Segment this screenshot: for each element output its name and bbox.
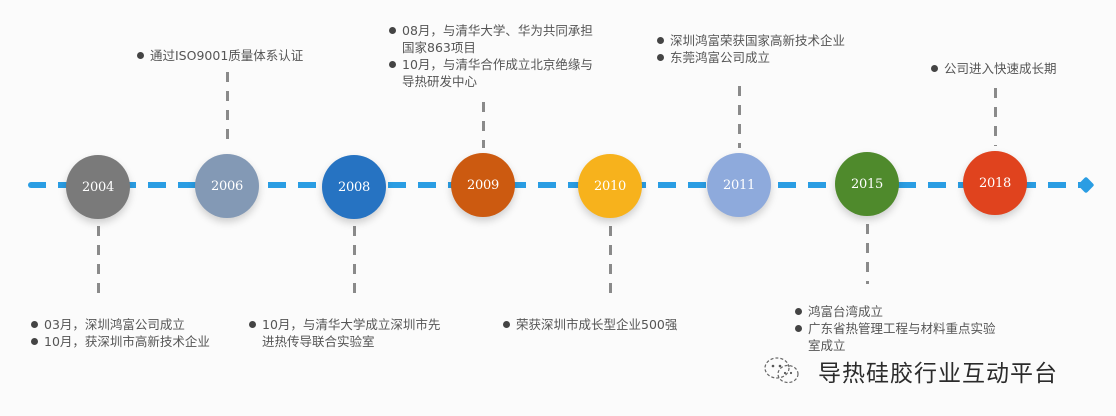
note-item: 10月，获深圳市高新技术企业: [30, 333, 260, 350]
note-item: 03月，深圳鸿富公司成立: [30, 316, 260, 333]
milestone-notes-2015: 鸿富台湾成立 广东省热管理工程与材料重点实验室成立: [794, 303, 1004, 354]
milestone-notes-2010: 荣获深圳市成长型企业500强: [502, 316, 732, 333]
watermark-text: 导热硅胶行业互动平台: [818, 361, 1058, 387]
milestone-notes-2009: 08月，与清华大学、华为共同承担国家863项目 10月，与清华合作成立北京绝缘与…: [388, 22, 598, 90]
note-item: 08月，与清华大学、华为共同承担国家863项目: [388, 22, 598, 56]
watermark: 导热硅胶行业互动平台: [762, 354, 1058, 388]
connector-2009: [482, 102, 485, 148]
milestone-notes-2018: 公司进入快速成长期: [930, 60, 1110, 77]
connector-2011: [738, 86, 741, 148]
milestone-node-2004: 2004: [66, 155, 130, 219]
milestone-year: 2010: [594, 178, 626, 194]
note-item: 荣获深圳市成长型企业500强: [502, 316, 732, 333]
milestone-year: 2015: [851, 176, 883, 192]
milestone-year: 2018: [979, 175, 1011, 191]
milestone-year: 2009: [467, 177, 499, 193]
milestone-node-2015: 2015: [835, 152, 899, 216]
connector-2004: [97, 226, 100, 298]
milestone-node-2018: 2018: [963, 151, 1027, 215]
note-item: 通过ISO9001质量体系认证: [136, 47, 376, 64]
milestone-node-2011: 2011: [707, 153, 771, 217]
note-item: 公司进入快速成长期: [930, 60, 1110, 77]
note-item: 10月，与清华合作成立北京绝缘与导热研发中心: [388, 56, 598, 90]
note-item: 东莞鸿富公司成立: [656, 49, 896, 66]
connector-2018: [994, 88, 997, 146]
connector-2015: [866, 224, 869, 284]
milestone-node-2010: 2010: [578, 154, 642, 218]
connector-2006: [226, 72, 229, 148]
note-item: 鸿富台湾成立: [794, 303, 1004, 320]
milestone-notes-2008: 10月，与清华大学成立深圳市先进热传导联合实验室: [248, 316, 448, 350]
milestone-notes-2006: 通过ISO9001质量体系认证: [136, 47, 376, 64]
connector-2008: [353, 226, 356, 298]
milestone-year: 2011: [723, 177, 755, 193]
milestone-year: 2006: [211, 178, 243, 194]
milestone-node-2008: 2008: [322, 155, 386, 219]
milestone-node-2006: 2006: [195, 154, 259, 218]
milestone-node-2009: 2009: [451, 153, 515, 217]
milestone-year: 2008: [338, 179, 370, 195]
arrow-head-icon: [1077, 176, 1095, 194]
note-item: 10月，与清华大学成立深圳市先进热传导联合实验室: [248, 316, 448, 350]
milestone-notes-2004: 03月，深圳鸿富公司成立 10月，获深圳市高新技术企业: [30, 316, 260, 350]
connector-2010: [609, 226, 612, 298]
timeline-axis: [28, 182, 1088, 188]
milestone-notes-2011: 深圳鸿富荣获国家高新技术企业 东莞鸿富公司成立: [656, 32, 896, 66]
wechat-icon: [762, 354, 802, 388]
note-item: 深圳鸿富荣获国家高新技术企业: [656, 32, 896, 49]
note-item: 广东省热管理工程与材料重点实验室成立: [794, 320, 1004, 354]
milestone-year: 2004: [82, 179, 114, 195]
